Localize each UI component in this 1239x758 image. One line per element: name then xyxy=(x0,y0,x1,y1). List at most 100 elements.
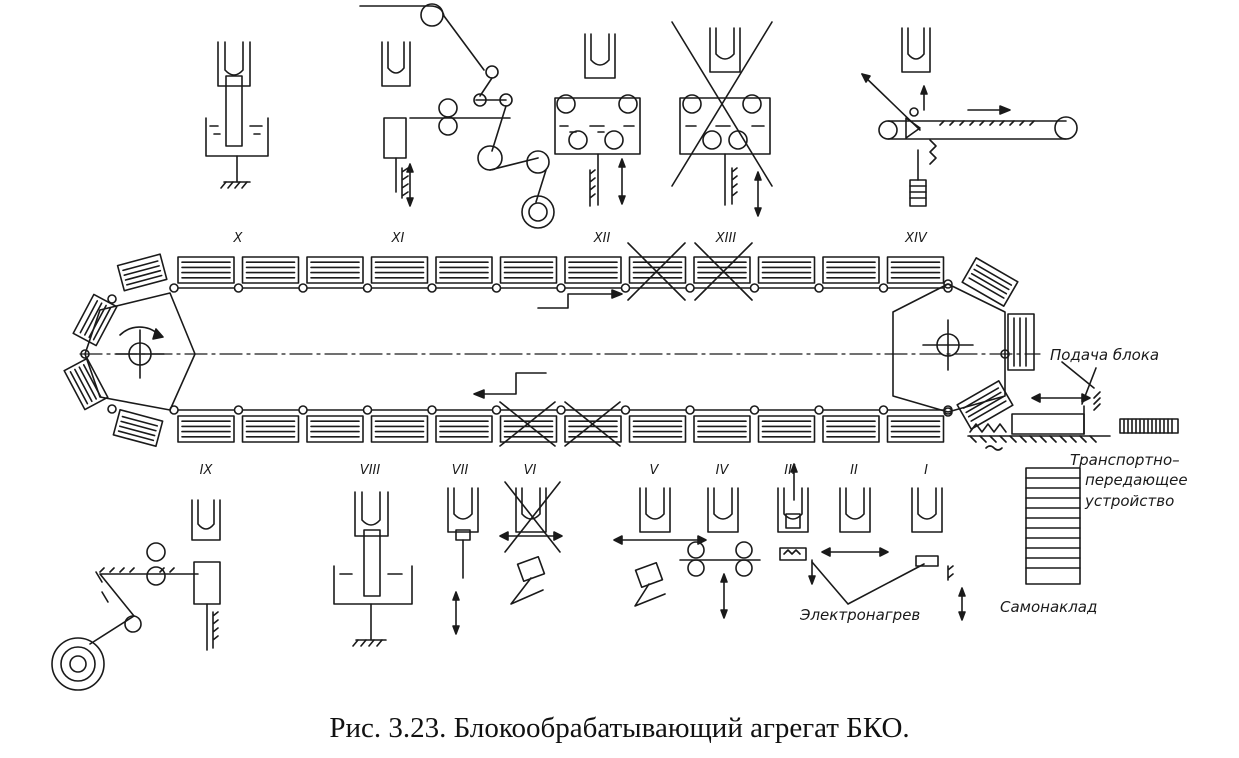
bottom-book-blocks xyxy=(177,415,945,443)
station-label-x: X xyxy=(233,231,244,246)
chain-joint xyxy=(491,405,502,415)
block-outline xyxy=(822,415,880,443)
transfer-label-2: передающее xyxy=(1085,471,1188,489)
chain-joint xyxy=(362,283,373,293)
block-outline xyxy=(693,256,751,284)
top-chain-joints xyxy=(169,283,953,293)
chain-joint xyxy=(685,283,695,293)
station-xi-gauze-feed xyxy=(359,3,555,229)
block-outline xyxy=(693,415,751,443)
heating-leader-lines xyxy=(811,561,925,605)
book-block xyxy=(435,415,493,443)
station-label-ii: II xyxy=(850,463,858,478)
chain-joint xyxy=(878,283,889,293)
station-label-vi: VI xyxy=(524,463,537,478)
book-block xyxy=(757,256,816,284)
book-block xyxy=(370,256,429,284)
block-outline xyxy=(499,256,558,284)
station-v xyxy=(613,487,707,607)
station-iii-electric-heat xyxy=(777,463,816,585)
book-block xyxy=(177,415,235,443)
chain-joint xyxy=(685,405,695,415)
chain-joint xyxy=(749,405,760,415)
chain-joint xyxy=(298,405,308,415)
block-outline xyxy=(564,415,622,443)
station-viii-glue-bath xyxy=(333,491,413,647)
station-label-ix: IX xyxy=(200,463,214,478)
station-xii-roller-glue xyxy=(554,33,641,207)
block-outline xyxy=(177,415,235,443)
station-label-iv: IV xyxy=(716,463,730,478)
book-block xyxy=(628,256,687,284)
station-label-xiii: XIII xyxy=(715,231,737,246)
block-outline xyxy=(628,256,687,284)
book-block xyxy=(241,256,300,284)
feed-label: Подача блока xyxy=(1050,346,1159,364)
chain-joint xyxy=(814,283,824,293)
chain-joint xyxy=(233,405,244,415)
chain-joint xyxy=(298,283,308,293)
chain-joint xyxy=(427,405,437,415)
book-block xyxy=(370,415,429,443)
chain-joint xyxy=(878,405,889,415)
block-outline xyxy=(306,256,364,284)
chain-direction-arrows xyxy=(473,289,623,399)
right-turning-sprocket xyxy=(892,257,1035,430)
top-book-blocks xyxy=(177,256,945,284)
book-block xyxy=(822,415,880,443)
block-outline xyxy=(435,415,493,443)
block-outline xyxy=(370,415,429,443)
block-outline xyxy=(435,256,493,284)
block-outline xyxy=(757,256,816,284)
feed-leader-line xyxy=(1061,361,1095,389)
chain-joint xyxy=(556,283,566,293)
book-block xyxy=(306,415,364,443)
station-i xyxy=(911,487,966,621)
station-label-i: I xyxy=(924,463,928,478)
transfer-device xyxy=(1119,418,1179,434)
block-outline xyxy=(886,256,945,284)
block-outline xyxy=(306,415,364,443)
annotation-labels: Подача блока Транспортно– передающее уст… xyxy=(799,346,1188,624)
conveyor-chain xyxy=(79,242,1041,447)
station-label-viii: VIII xyxy=(360,463,381,478)
chain-joint xyxy=(169,283,179,293)
chain-joint xyxy=(556,405,566,415)
book-block xyxy=(499,256,558,284)
disabled-station-marks xyxy=(499,242,753,447)
block-outline xyxy=(886,415,945,443)
chain-joint xyxy=(491,283,502,293)
chain-joint xyxy=(749,283,760,293)
block-outline xyxy=(499,415,558,443)
block-outline xyxy=(241,256,300,284)
book-block xyxy=(693,415,751,443)
stacker-unit xyxy=(1025,467,1081,585)
station-label-xii: XII xyxy=(593,231,611,246)
chain-joint xyxy=(427,283,437,293)
book-block xyxy=(693,256,751,284)
station-ix-gauze-roll xyxy=(51,499,221,691)
chain-joint xyxy=(814,405,824,415)
block-feed-mechanism xyxy=(967,367,1111,451)
book-block xyxy=(822,256,880,284)
book-block xyxy=(564,256,622,284)
station-label-v: V xyxy=(650,463,660,478)
chain-joint xyxy=(233,283,244,293)
transfer-label-3: устройство xyxy=(1084,492,1174,510)
heating-label: Электронагрев xyxy=(799,606,920,624)
chain-joint xyxy=(620,405,631,415)
transfer-label-1: Транспортно– xyxy=(1070,451,1180,469)
station-x-glue-bath xyxy=(205,41,269,189)
book-block xyxy=(177,256,235,284)
station-iv xyxy=(679,487,761,619)
chain-joint xyxy=(362,405,373,415)
block-outline xyxy=(564,256,622,284)
book-block xyxy=(886,415,945,443)
station-labels-top: X XI XII XIII XIV xyxy=(233,231,928,246)
book-block xyxy=(435,256,493,284)
book-block xyxy=(628,415,687,443)
book-block xyxy=(241,415,300,443)
book-block xyxy=(306,256,364,284)
